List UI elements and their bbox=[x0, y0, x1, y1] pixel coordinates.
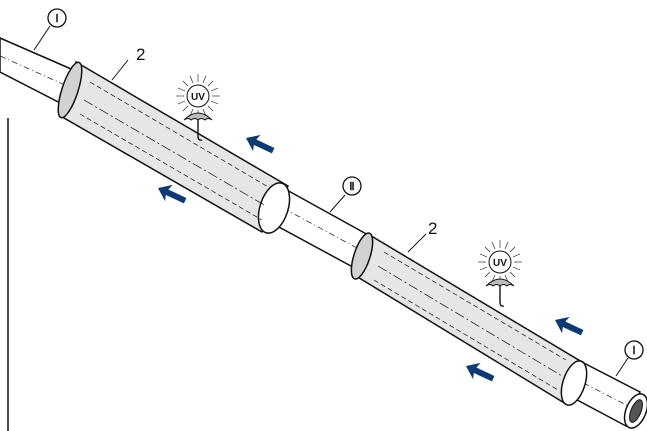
uv-label-2: UV bbox=[493, 258, 507, 269]
umbrella-icon bbox=[485, 278, 515, 307]
arrow-icon bbox=[242, 129, 277, 159]
pipe-marker-1: Ⅰ bbox=[33, 8, 67, 51]
arrow-icon bbox=[551, 311, 586, 341]
pipe-marker-3: Ⅰ bbox=[615, 340, 644, 377]
pipe-marker-3-label: Ⅰ bbox=[632, 345, 635, 357]
uv-protection-symbol-2: UV bbox=[478, 240, 522, 307]
uv-protection-symbol-1: UV bbox=[176, 74, 220, 141]
arrow-icon bbox=[462, 357, 497, 387]
pipe-marker-1-label: Ⅰ bbox=[55, 13, 58, 25]
sleeve-number-2-label: 2 bbox=[428, 219, 437, 238]
umbrella-icon bbox=[183, 112, 213, 141]
sleeve-number-2: 2 bbox=[407, 219, 437, 253]
pipe-marker-2-label: Ⅱ bbox=[349, 181, 354, 193]
insulation-sleeve-1 bbox=[57, 60, 291, 234]
uv-label-1: UV bbox=[191, 92, 205, 103]
insulation-sleeve-2 bbox=[350, 232, 588, 406]
pipe-marker-2: Ⅱ bbox=[329, 176, 362, 213]
sleeve-number-1: 2 bbox=[111, 45, 145, 81]
sleeve-number-1-label: 2 bbox=[136, 45, 145, 64]
